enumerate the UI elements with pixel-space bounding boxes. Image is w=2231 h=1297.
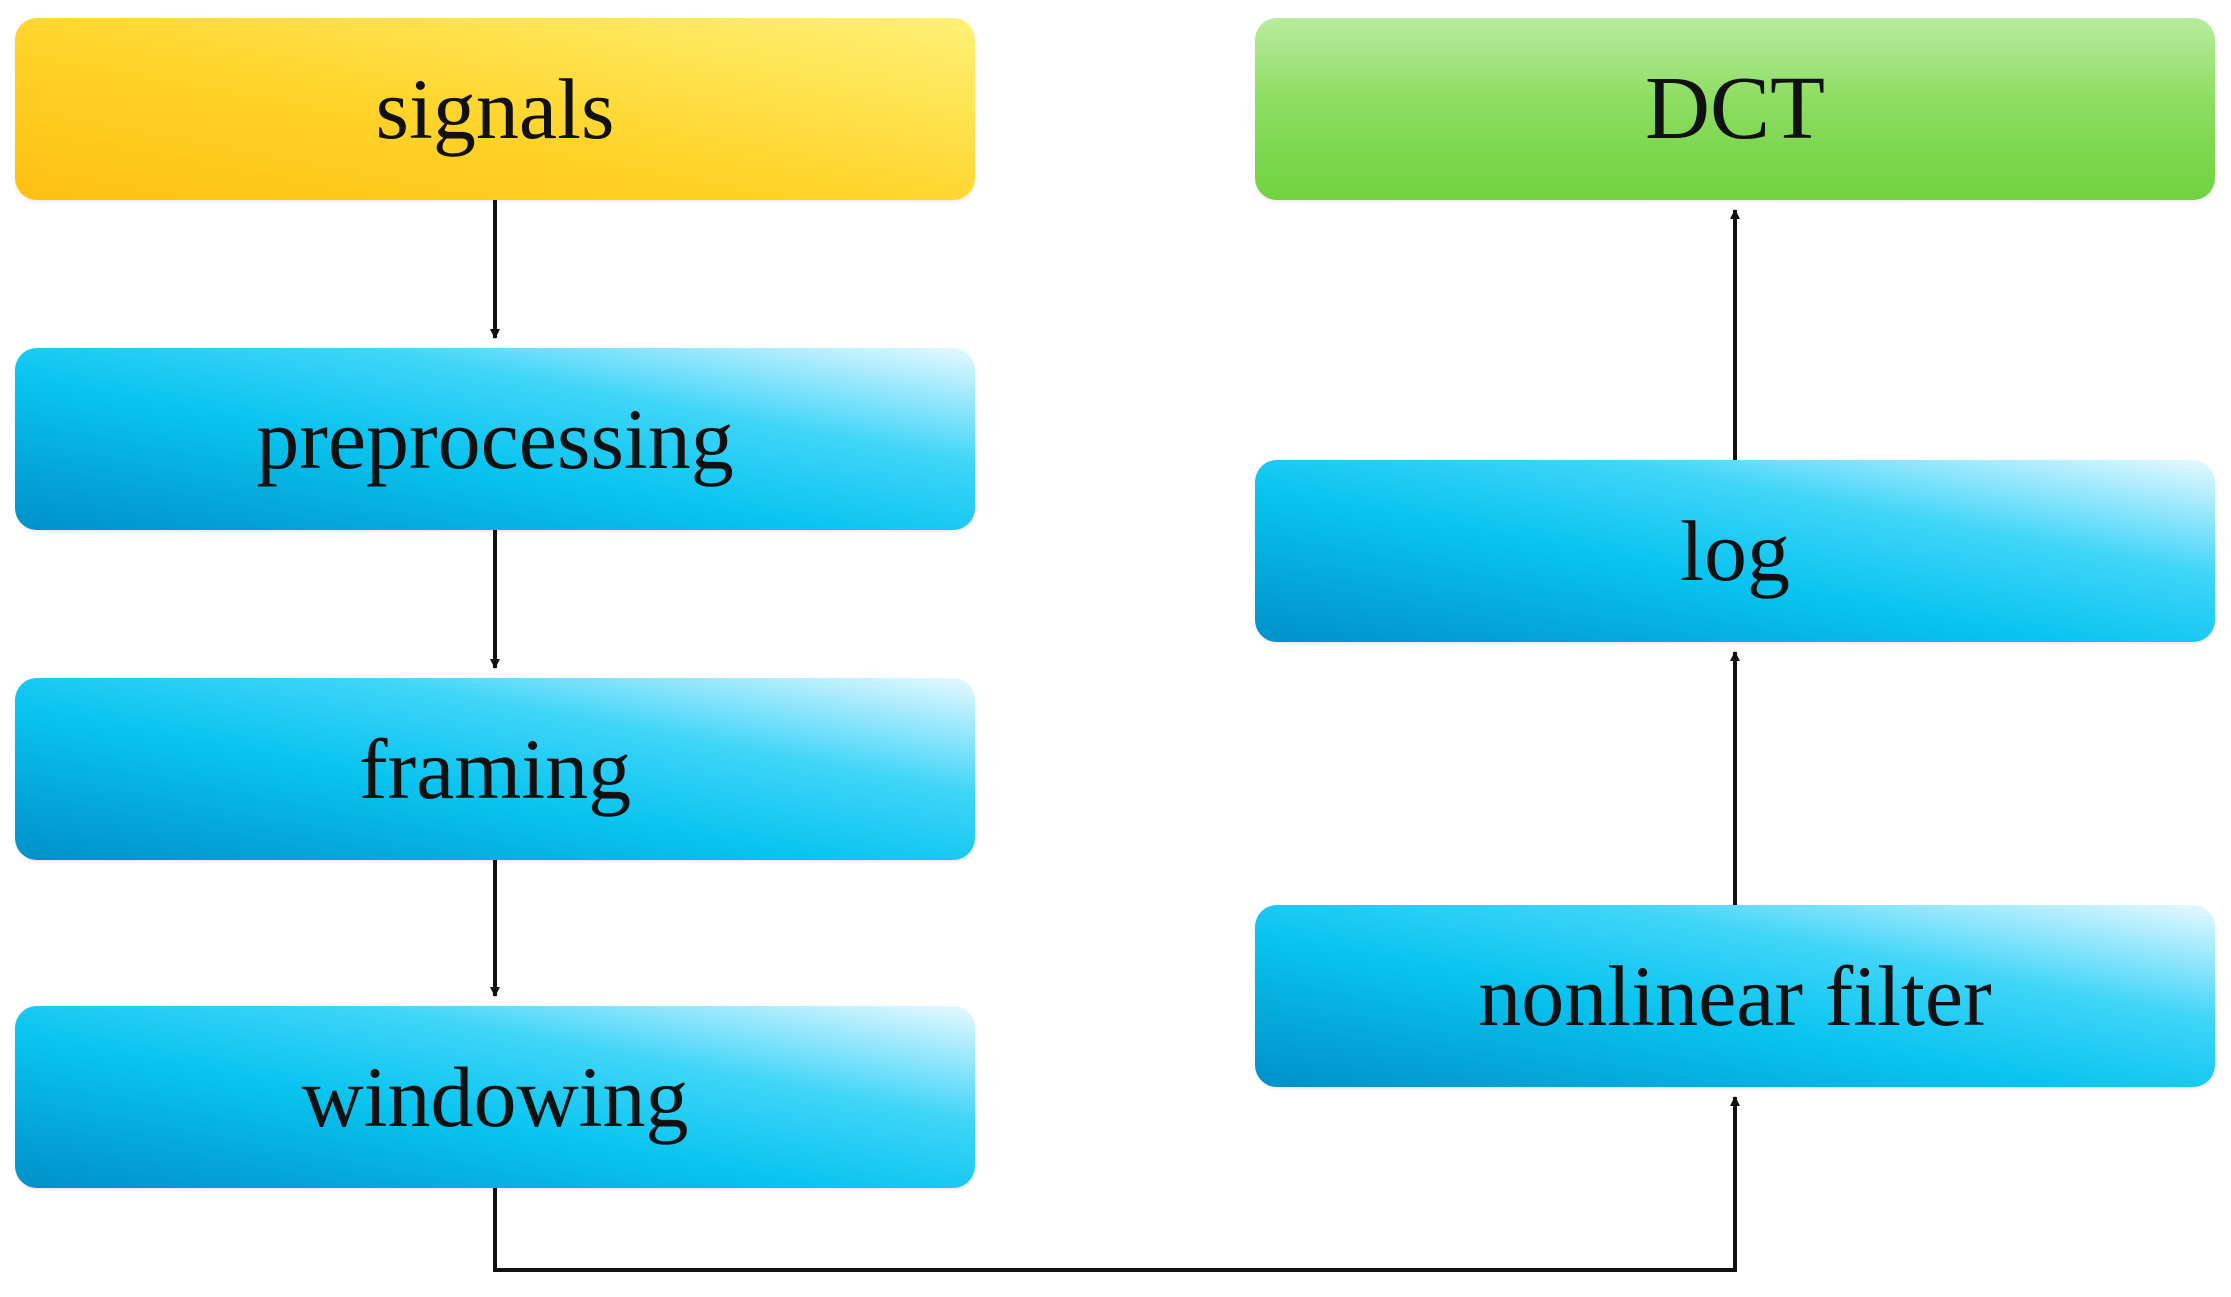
framing-node-label: framing xyxy=(358,721,632,817)
dct-node-label: DCT xyxy=(1645,59,1825,158)
nonlinear-filter-node-label: nonlinear filter xyxy=(1478,948,1992,1044)
windowing-node-label: windowing xyxy=(301,1049,689,1145)
log-node: log xyxy=(1255,460,2215,642)
preprocessing-node: preprocessing xyxy=(15,348,975,530)
log-node-label: log xyxy=(1680,503,1790,599)
signals-node-label: signals xyxy=(375,61,615,157)
framing-node: framing xyxy=(15,678,975,860)
nonlinear-filter-node: nonlinear filter xyxy=(1255,905,2215,1087)
windowing-node: windowing xyxy=(15,1006,975,1188)
signals-node: signals xyxy=(15,18,975,200)
dct-node: DCT xyxy=(1255,18,2215,200)
arrow-windowing-to-nonlinear-filter xyxy=(493,1096,1740,1272)
preprocessing-node-label: preprocessing xyxy=(256,391,734,487)
